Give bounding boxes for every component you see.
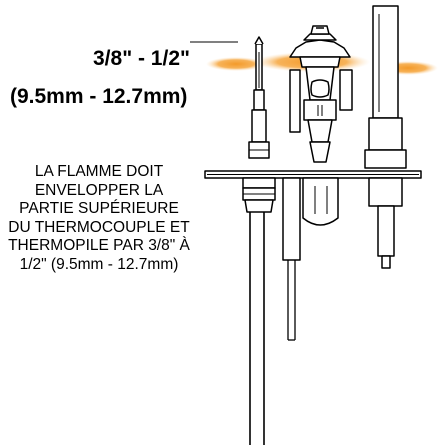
thermocouple (248, 36, 270, 159)
note-line: DU THERMOCOUPLE ET (8, 218, 190, 236)
dimension-metric: (9.5mm - 12.7mm) (10, 85, 188, 108)
note-line: ENVELOPPER LA (34, 181, 164, 199)
pilot-burner (289, 25, 353, 163)
note-line: THERMOPILE PAR 3/8" À (8, 237, 190, 255)
dimension-imperial: 3/8" - 1/2" (93, 47, 190, 70)
flame-left (206, 57, 266, 71)
note-line: 1/2" (9.5mm - 12.7mm) (19, 255, 179, 273)
thermopile (364, 5, 407, 169)
note-line: PARTIE SUPÉRIEURE (19, 200, 179, 218)
thermocouple-lead (249, 212, 265, 445)
pilot-tube (287, 260, 296, 341)
thermocouple-lower (242, 177, 276, 213)
note-line: LA FLAMME DOIT (34, 163, 164, 180)
thermopile-lower (368, 177, 403, 269)
orifice-holder (282, 177, 339, 261)
flame-note: LA FLAMME DOIT ENVELOPPER LA PARTIE SUPÉ… (0, 163, 224, 275)
